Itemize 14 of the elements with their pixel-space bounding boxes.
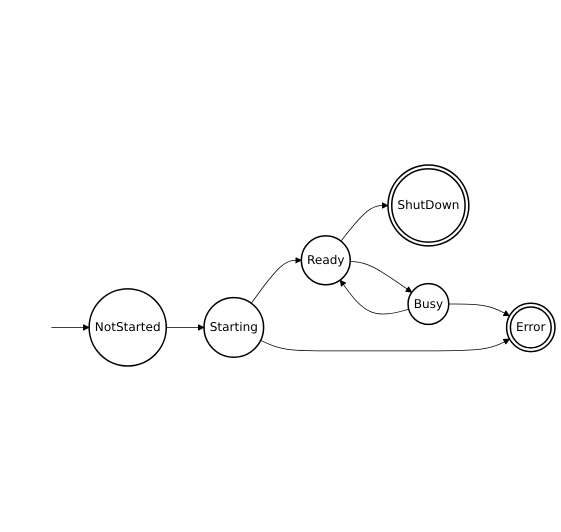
arrow <box>166 324 204 332</box>
arrow <box>260 339 510 352</box>
arrow <box>448 304 510 317</box>
node-circle: ShutDown <box>387 164 470 248</box>
arrow <box>350 262 412 294</box>
node-circle: Starting <box>203 297 264 358</box>
arrow <box>51 324 90 332</box>
node-circle: NotStarted <box>88 288 168 368</box>
node-circle: Busy <box>407 283 450 326</box>
arrow <box>340 202 388 242</box>
node-circle: Error <box>506 302 556 353</box>
node-circle: Ready <box>300 236 351 286</box>
arrow <box>340 280 410 315</box>
arrow <box>250 257 302 304</box>
